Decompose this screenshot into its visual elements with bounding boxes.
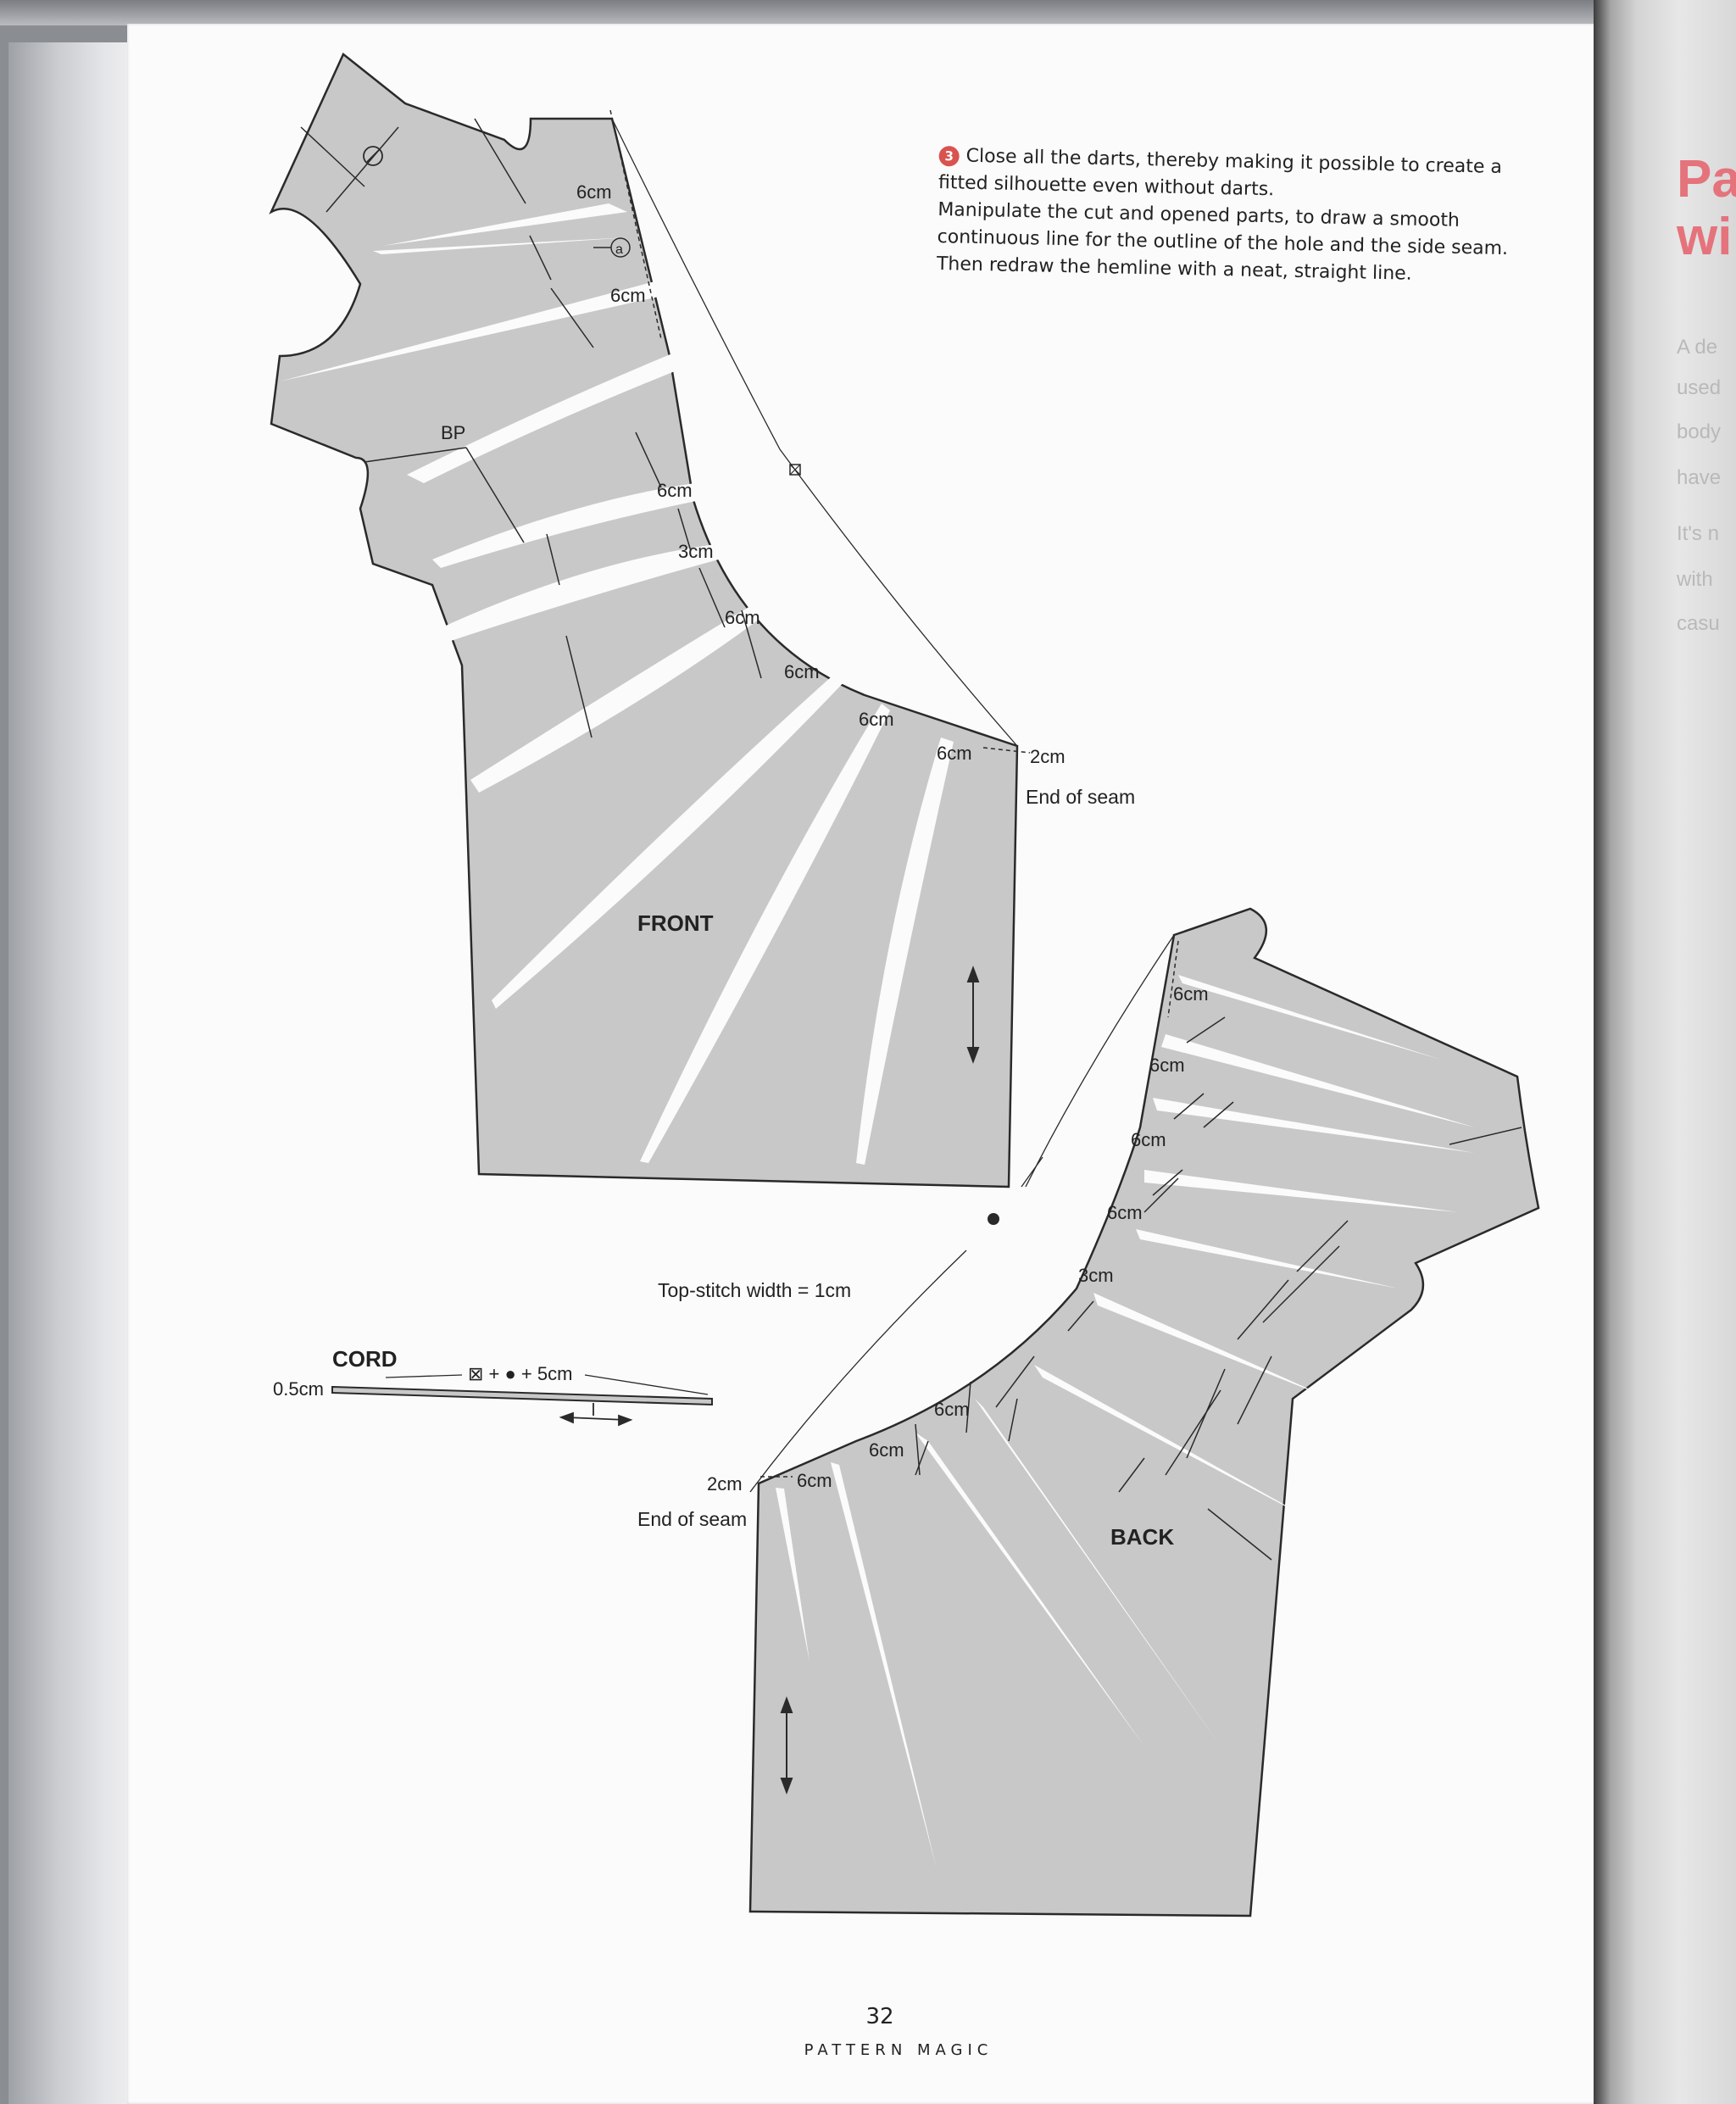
- book-top-edge: [0, 0, 1736, 25]
- cord-strip: [331, 1385, 713, 1406]
- back-measure-label: 6cm: [1131, 1129, 1166, 1150]
- cord-dim-line-right: [584, 1374, 709, 1395]
- front-measure-label: 3cm: [678, 541, 714, 562]
- front-measure-label: 6cm: [610, 285, 646, 306]
- facing-page: [1594, 0, 1736, 2104]
- back-slashes: [776, 975, 1475, 1869]
- back-piece-outline: [748, 907, 1540, 1918]
- back-title: BACK: [1110, 1524, 1174, 1550]
- notch-slash-icon: [366, 149, 380, 163]
- back-measure-label: 3cm: [1078, 1265, 1114, 1286]
- page-stack-edge: [8, 42, 144, 2104]
- front-measure-label: 2cm: [1030, 746, 1066, 767]
- back-measure-label: 6cm: [869, 1439, 904, 1461]
- book-title: PATTERN MAGIC: [804, 2041, 993, 2059]
- front-slashes: [280, 203, 954, 1165]
- facing-text-line: casu: [1677, 612, 1720, 635]
- cord-title: CORD: [332, 1346, 398, 1372]
- front-measure-label: 6cm: [859, 709, 894, 730]
- front-construction-lines: [300, 109, 1043, 1188]
- facing-text-line: A de: [1677, 336, 1718, 359]
- back-measure-label: 6cm: [1107, 1202, 1143, 1223]
- cord-piece: CORD 0.5cm ⊠ + ● + 5cm: [273, 1346, 713, 1427]
- back-measure-label: 6cm: [797, 1470, 832, 1491]
- cord-dim-line-left: [385, 1374, 463, 1378]
- cord-grainline-icon: [559, 1403, 633, 1427]
- front-measure-label: 6cm: [725, 607, 760, 628]
- facing-title-line: wi: [1677, 208, 1733, 266]
- match-square-icon: [789, 464, 801, 476]
- back-construction-lines: [749, 934, 1522, 1561]
- facing-text-line: have: [1677, 466, 1722, 489]
- facing-text-line: with: [1677, 568, 1713, 591]
- facing-text-line: body: [1677, 420, 1722, 443]
- match-cross-icon: [789, 464, 801, 476]
- back-end-of-seam-label: End of seam: [637, 1508, 747, 1530]
- facing-title-line: Pa: [1677, 150, 1736, 209]
- notch-circle-slash-icon: [363, 146, 383, 166]
- front-piece-outline: [269, 53, 1019, 1188]
- topstitch-note: Top-stitch width = 1cm: [658, 1279, 851, 1301]
- front-measure-label: 6cm: [576, 181, 612, 203]
- back-measure-label: 6cm: [934, 1399, 970, 1420]
- back-measure-label: 2cm: [707, 1473, 743, 1495]
- front-measure-label: 6cm: [657, 480, 693, 501]
- front-measure-label: 6cm: [937, 743, 972, 764]
- facing-page-title: Pa wi: [1677, 151, 1736, 266]
- cord-length-label: ⊠ + ● + 5cm: [468, 1363, 572, 1384]
- facing-text-line: It's n: [1677, 522, 1719, 545]
- back-measure-label: 6cm: [1149, 1055, 1185, 1076]
- front-grainline-icon: [966, 966, 980, 1064]
- bust-point-label: BP: [441, 422, 465, 443]
- back-grainline-icon: [780, 1696, 793, 1795]
- match-dot-icon: [988, 1213, 999, 1225]
- page-number: 32: [865, 2004, 894, 2029]
- front-title: FRONT: [637, 910, 714, 936]
- front-measure-label: 6cm: [784, 661, 820, 682]
- cord-width-label: 0.5cm: [273, 1378, 324, 1400]
- back-piece: 6cm 6cm 6cm 6cm 3cm 6cm 6cm 6cm 2cm End …: [637, 907, 1540, 1918]
- notch-a-label: a: [615, 242, 623, 257]
- back-measure-label: 6cm: [1173, 983, 1209, 1005]
- facing-text-line: used: [1677, 376, 1722, 399]
- front-end-of-seam-label: End of seam: [1026, 786, 1135, 808]
- front-piece: a BP 6cm 6cm 6cm 3cm 6cm 6cm 6cm 6cm 2cm…: [269, 53, 1135, 1188]
